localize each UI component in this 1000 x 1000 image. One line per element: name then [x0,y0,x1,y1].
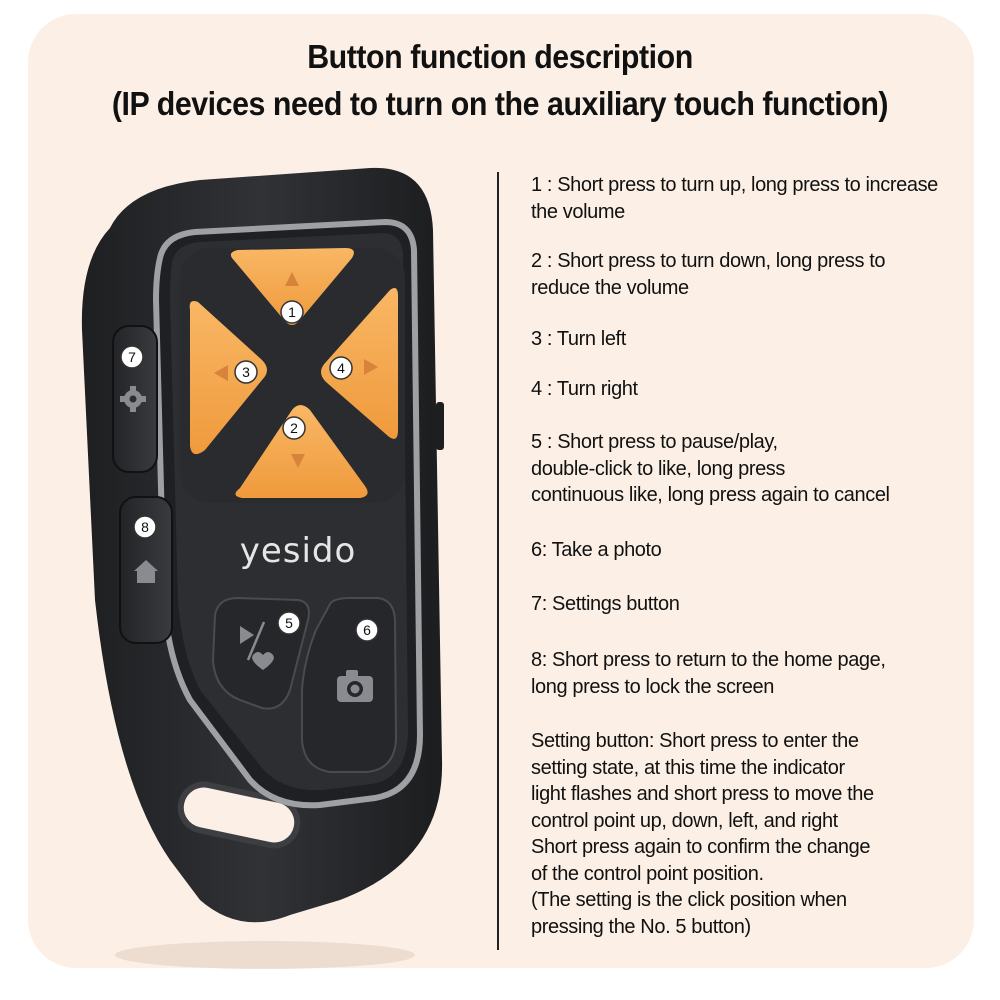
badge-5-label: 5 [285,615,293,631]
down-arrow-icon [291,454,305,468]
right-arrow-icon [364,359,378,375]
badge-1: 1 [280,300,304,324]
brand-logo: yesido [240,531,357,571]
badge-2-label: 2 [290,420,298,436]
up-button [230,248,354,325]
left-button [189,301,267,455]
heart-icon [252,652,274,670]
badge-3-label: 3 [242,364,250,380]
desc-6: 6: Take a photo [531,539,662,561]
badge-8-label: 8 [141,519,149,535]
page-subtitle: (IP devices need to turn on the auxiliar… [111,85,889,122]
remote-illustration: 1 2 3 4 yesido 5 6 [81,167,444,969]
desc-7: 7: Settings button [531,593,680,615]
desc-3: 3 : Turn left [531,328,626,350]
badge-3: 3 [234,360,258,384]
play-icon [240,626,254,644]
desc-2: 2 : Short press to turn down, long press… [531,250,886,299]
left-arrow-icon [214,365,228,381]
right-button [321,288,398,439]
slash-divider [246,621,266,661]
camera-icon [337,670,373,702]
right-side-button [436,402,444,450]
desc-4: 4 : Turn right [531,378,638,400]
badge-7: 7 [120,345,144,369]
down-button [235,405,368,498]
settings-gear-icon [120,386,146,412]
badge-5: 5 [277,611,301,635]
badge-4: 4 [329,356,353,380]
dpad-base [180,248,405,503]
desc-5: 5 : Short press to pause/play, double-cl… [531,431,890,506]
remote-shadow [115,941,415,969]
divider-line [497,172,499,950]
badge-6-label: 6 [363,622,371,638]
badge-8: 8 [133,515,157,539]
desc-1: 1 : Short press to turn up, long press t… [531,174,938,223]
up-arrow-icon [285,272,299,286]
lanyard-hole [177,781,301,849]
desc-setting: Setting button: Short press to enter the… [531,730,874,938]
badge-6: 6 [355,618,379,642]
badge-1-label: 1 [288,304,296,320]
badge-2: 2 [282,416,306,440]
badge-7-label: 7 [128,349,136,365]
page-title: Button function description [307,38,693,75]
badge-4-label: 4 [337,360,345,376]
desc-8: 8: Short press to return to the home pag… [531,649,886,698]
home-icon [134,560,158,583]
